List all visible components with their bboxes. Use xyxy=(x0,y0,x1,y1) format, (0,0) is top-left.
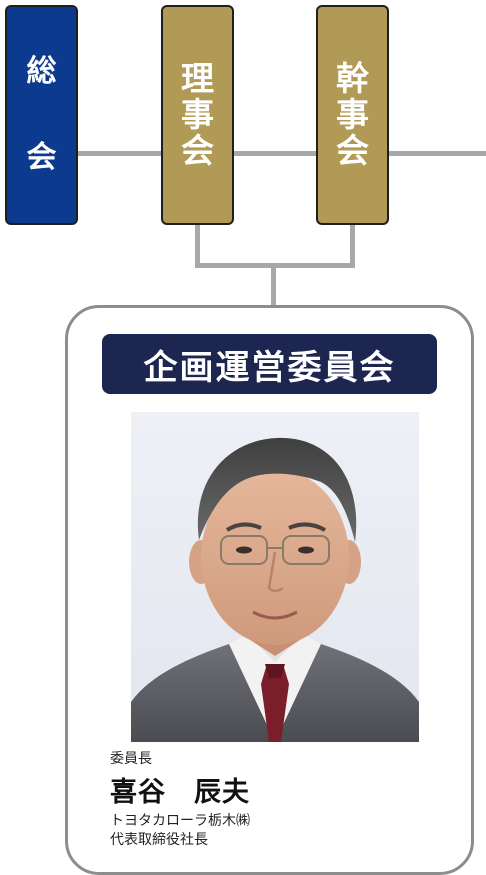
committee-title: 企画運営委員会 xyxy=(102,334,437,394)
node-char: 会 xyxy=(26,140,57,175)
chair-company: トヨタカローラ栃木㈱ xyxy=(110,813,250,829)
connector-assembly-board xyxy=(78,151,163,156)
chair-role: 委員長 xyxy=(110,751,152,767)
chair-position: 代表取締役社長 xyxy=(110,832,208,848)
node-char: 理 xyxy=(181,59,214,98)
node-char: 幹 xyxy=(336,59,369,98)
chair-portrait xyxy=(131,412,419,742)
connector-to-committee xyxy=(271,263,276,308)
node-char: 事 xyxy=(336,95,369,134)
chair-name: 喜谷 辰夫 xyxy=(110,777,250,808)
connector-secretariat-right xyxy=(387,151,486,156)
node-char: 事 xyxy=(181,95,214,134)
connector-board-down xyxy=(195,224,200,268)
board-node[interactable]: 理 事 会 xyxy=(161,5,234,225)
connector-secretariat-down xyxy=(350,224,355,268)
secretariat-node[interactable]: 幹 事 会 xyxy=(316,5,389,225)
connector-board-secretariat xyxy=(232,151,318,156)
node-char: 会 xyxy=(336,131,369,170)
node-char: 会 xyxy=(181,131,214,170)
general-assembly-node[interactable]: 総 会 xyxy=(5,5,78,225)
node-char: 総 xyxy=(26,54,57,89)
